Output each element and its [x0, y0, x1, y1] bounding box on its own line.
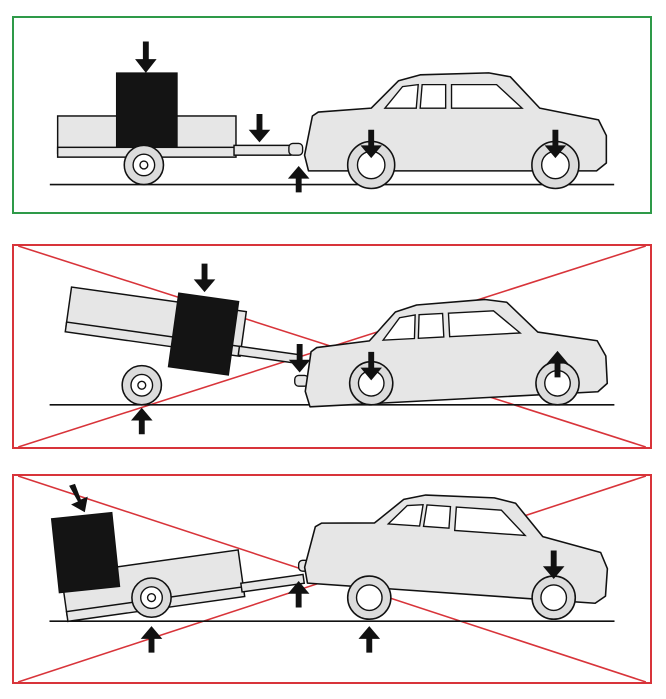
panel-correct-loading [12, 16, 652, 214]
cargo-load [115, 72, 178, 148]
trailer-wheel [123, 144, 165, 186]
diagram-correct [49, 41, 615, 193]
car-front-wheel [535, 360, 580, 406]
arrow-down-icon [135, 41, 157, 73]
arrow-down-icon [542, 550, 565, 579]
arrow-down-icon [193, 263, 216, 293]
car-window-front [450, 83, 524, 109]
arrow-down-icon [360, 351, 383, 381]
panel-incorrect-loading-1 [12, 244, 652, 449]
arrow-down-icon [288, 344, 311, 373]
car-rear-wheel [346, 575, 392, 621]
car-rear-wheel [346, 140, 396, 190]
car-front-wheel [531, 140, 580, 190]
arrow-up-icon [140, 626, 163, 653]
diagram-incorrect-1 [18, 246, 646, 447]
car-window-middle [422, 504, 452, 529]
arrow-up-icon [358, 626, 381, 653]
hitch-coupling [288, 142, 304, 156]
car-window-front [453, 506, 527, 537]
trailer-drawbar [240, 573, 306, 593]
arrow-up-icon [287, 165, 310, 193]
arrow-up-icon [546, 350, 569, 378]
trailer [56, 72, 304, 186]
trailer-wheel [121, 364, 163, 406]
car-window-rear [381, 314, 416, 341]
car-front-wheel [531, 575, 577, 621]
car [303, 494, 609, 605]
cargo-load [50, 511, 121, 594]
car-window-rear [383, 83, 419, 109]
trailer-wheel [131, 577, 172, 619]
car [303, 72, 608, 190]
arrow-down-icon [360, 129, 382, 159]
cargo-load [167, 292, 240, 376]
car-body [303, 494, 609, 605]
arrow-down-icon [248, 114, 271, 143]
car-window-front [447, 310, 522, 338]
car-window-rear [386, 503, 424, 527]
car-window-middle [419, 83, 447, 109]
arrow-up-icon [131, 407, 153, 435]
panel-incorrect-loading-2 [12, 474, 652, 684]
arrow-up-icon [287, 580, 310, 608]
diagram-incorrect-2 [17, 476, 647, 682]
car-window-middle [417, 312, 445, 340]
trailer-drawbar [233, 144, 292, 156]
arrow-down-icon [69, 483, 88, 513]
arrow-down-icon [544, 129, 567, 159]
